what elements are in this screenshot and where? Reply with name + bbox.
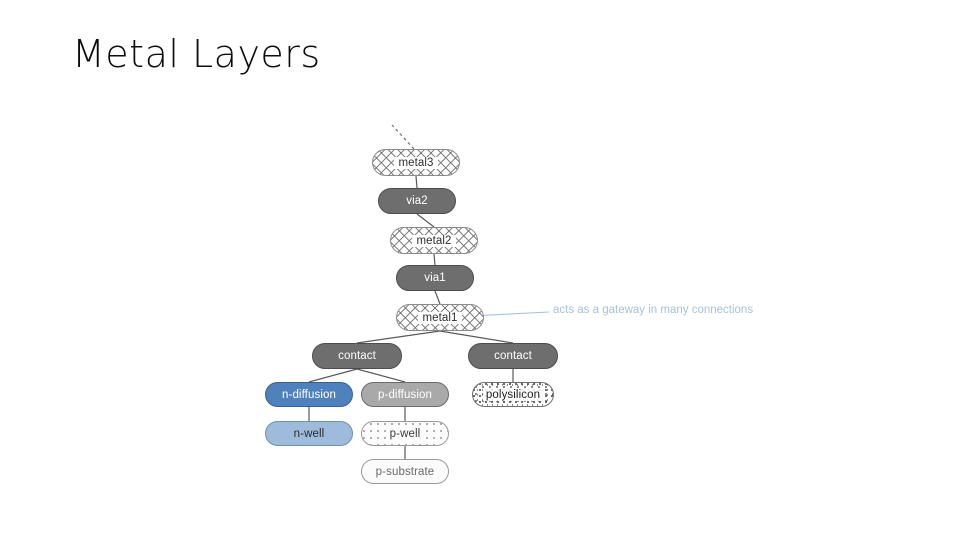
edge-metal1-to-contact-left: [356, 330, 441, 344]
edge-contact-left-to-p-diffusion: [356, 368, 406, 383]
edge-metal2-to-via1: [433, 253, 436, 266]
page-title: Metal Layers: [72, 32, 321, 76]
node-metal3[interactable]: metal3: [372, 149, 460, 176]
node-via1[interactable]: via1: [396, 265, 474, 291]
edge-metal1-to-contact-right: [439, 330, 514, 344]
node-via2[interactable]: via2: [378, 188, 456, 214]
dashed-continuation-above-metal3: [391, 124, 415, 150]
edge-via1-to-metal1: [434, 290, 441, 305]
node-label: contact: [494, 350, 532, 362]
node-label: p-well: [386, 427, 424, 440]
node-polysilicon[interactable]: polysilicon: [472, 382, 554, 407]
node-label: n-well: [293, 427, 325, 440]
node-label: via2: [406, 195, 428, 207]
edge-contact-left-to-n-diffusion: [308, 368, 358, 383]
node-label: contact: [338, 350, 376, 362]
edge-via2-to-metal2: [416, 213, 435, 228]
node-label: metal1: [418, 311, 462, 324]
node-label: polysilicon: [482, 388, 544, 401]
node-label: p-substrate: [375, 465, 435, 478]
node-n-well[interactable]: n-well: [265, 421, 353, 446]
node-label: via1: [424, 272, 446, 284]
node-label: p-diffusion: [378, 388, 432, 401]
edge-metal3-to-via2: [415, 175, 418, 189]
node-label: metal3: [394, 156, 438, 169]
callout-label-metal1: acts as a gateway in many connections: [553, 304, 754, 316]
node-contact-left[interactable]: contact: [312, 343, 402, 369]
node-n-diffusion[interactable]: n-diffusion: [265, 382, 353, 407]
node-p-substrate[interactable]: p-substrate: [361, 459, 449, 484]
node-label: metal2: [412, 234, 456, 247]
node-metal1[interactable]: metal1: [396, 304, 484, 331]
node-label: n-diffusion: [282, 388, 336, 401]
node-contact-right[interactable]: contact: [468, 343, 558, 369]
node-p-diffusion[interactable]: p-diffusion: [361, 382, 449, 407]
node-metal2[interactable]: metal2: [390, 227, 478, 254]
node-p-well[interactable]: p-well: [361, 421, 449, 446]
